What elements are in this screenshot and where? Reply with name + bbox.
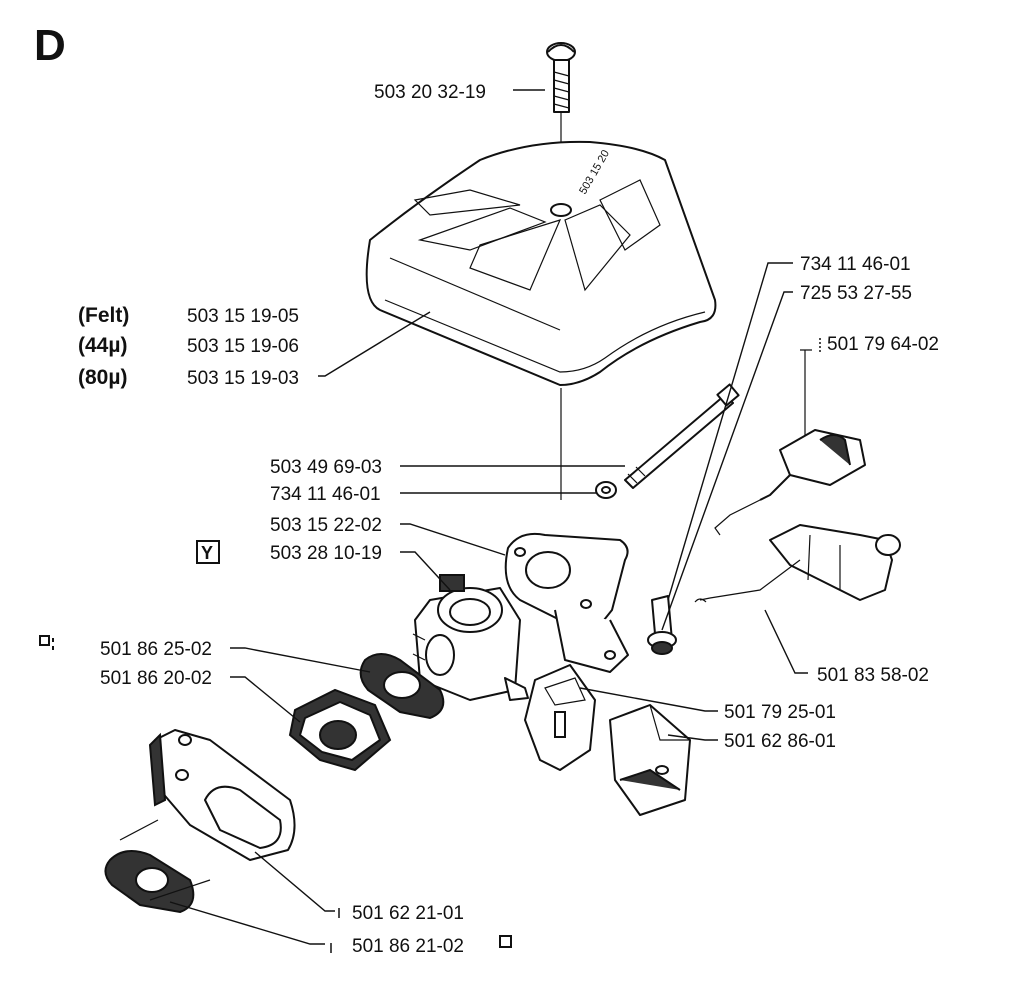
gasket-a-part: [359, 653, 445, 720]
symbol-y: Y: [201, 543, 213, 563]
gasket-plate-part: [148, 729, 296, 861]
label-plate: 501 79 25-01: [724, 702, 836, 723]
leader-lines: [169, 89, 808, 945]
label-filter-80: 503 15 19-03: [187, 368, 299, 389]
label-gasket-b: 501 86 21-02: [352, 936, 464, 957]
long-bolt-part: [624, 383, 740, 489]
label-bolt-long: 503 49 69-03: [270, 457, 382, 478]
label-washer-b: 734 11 46-01: [800, 254, 911, 275]
label-carburetor: 503 28 10-19: [270, 543, 382, 564]
label-bracket: 501 79 64-02: [827, 334, 939, 355]
section-letter: D: [34, 21, 66, 70]
label-adapter: 503 15 22-02: [270, 515, 382, 536]
label-intake: 501 86 20-02: [100, 668, 212, 689]
label-filter-44: 503 15 19-06: [187, 336, 299, 357]
bracket-part: [714, 349, 866, 536]
gasket-b-guide-lines: [119, 819, 211, 901]
lever-assembly-part: [769, 524, 901, 601]
plate-part: [524, 664, 596, 771]
label-gasket-plate: 501 62 21-01: [352, 903, 464, 924]
label-filter-felt: 503 15 19-05: [187, 306, 299, 327]
square-marker-icon: [39, 635, 50, 646]
air-filter-cover-part: 503 15 20: [365, 140, 717, 386]
top-screw-part: [546, 42, 576, 113]
symbol-y-box: [196, 540, 220, 564]
variant-felt-label: (Felt): [78, 304, 129, 327]
label-rod: 501 83 58-02: [817, 665, 929, 686]
adapter-flange-part: [504, 532, 629, 673]
label-nut: 725 53 27-55: [800, 283, 912, 304]
label-gasket-a: 501 86 25-02: [100, 639, 212, 660]
label-washer-a: 734 11 46-01: [270, 484, 381, 505]
lead-tick-marks: [330, 908, 340, 953]
gasket-b-part: [104, 850, 195, 914]
carburetor-part: [412, 574, 529, 701]
variant-44-label: (44µ): [78, 334, 127, 357]
label-block: 501 62 86-01: [724, 731, 836, 752]
nut-part: [647, 595, 677, 655]
washer-hole: [601, 486, 611, 494]
rod-part: [694, 559, 801, 603]
block-part: [609, 704, 691, 816]
square-marker-icon-2: [499, 935, 512, 948]
variant-80-label: (80µ): [78, 366, 127, 389]
intake-part: [288, 688, 392, 772]
label-screw-top: 503 20 32-19: [374, 82, 486, 103]
